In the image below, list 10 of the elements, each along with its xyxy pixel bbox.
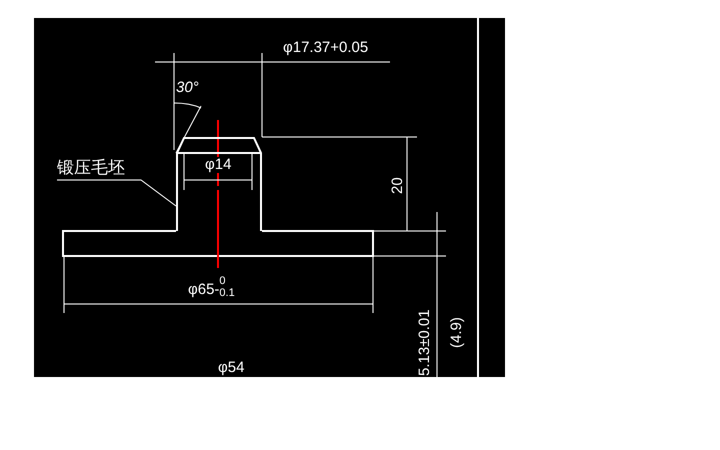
- dimension-text: φ17.37+0.05: [283, 40, 368, 56]
- angle-text: 30°: [176, 80, 199, 96]
- dimension-text: (4.9): [449, 317, 465, 348]
- dimension-text: φ14: [203, 157, 234, 173]
- leader-line: [56, 180, 176, 206]
- leader-text: 锻压毛坯: [57, 158, 141, 178]
- stem-drawing: [176, 137, 262, 231]
- dimension-text: 5.13±0.01: [417, 309, 433, 376]
- dimension-text: φ54: [218, 360, 244, 376]
- dimension-text: 20: [390, 177, 406, 194]
